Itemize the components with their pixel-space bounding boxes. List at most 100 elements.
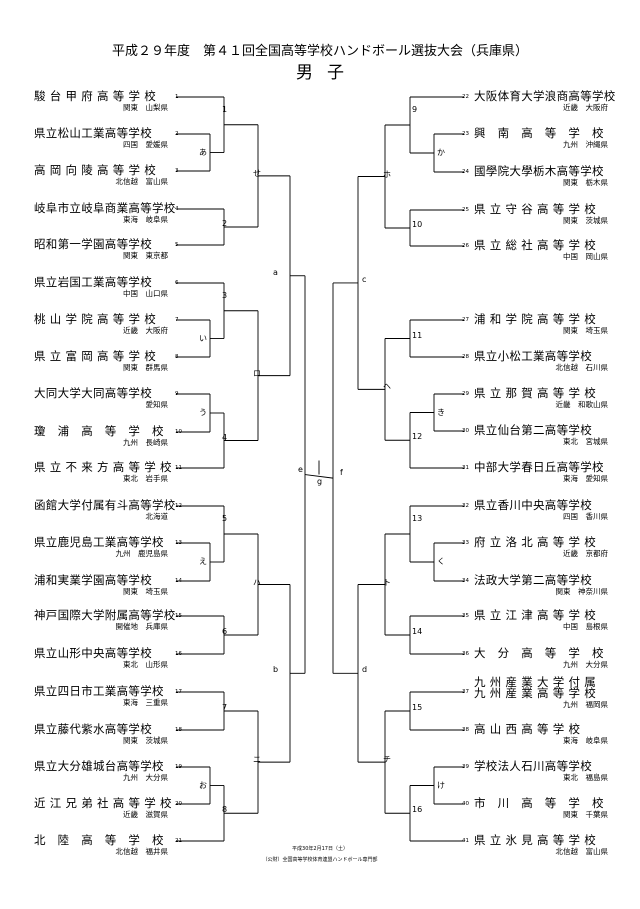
match-label: e	[298, 464, 303, 474]
team-region: 関東 神奈川県	[555, 587, 609, 596]
team-number: 6	[175, 280, 179, 286]
team-region: 九州 福岡県	[563, 700, 608, 709]
match-label: お	[199, 780, 207, 790]
team-name: 県 立 那 賀 高 等 学 校	[474, 386, 597, 400]
team-region: 近畿 和歌山県	[555, 400, 609, 409]
team-name: 大同大学大同高等学校	[34, 386, 152, 400]
match-label: い	[199, 333, 207, 343]
match-label: う	[199, 408, 207, 417]
team-region: 東海 岐阜県	[563, 736, 608, 745]
team-number: 36	[462, 651, 469, 657]
team-name: 岐阜市立岐阜商業高等学校	[34, 201, 176, 215]
team-region: 九州 鹿児島県	[115, 549, 169, 558]
team-number: 7	[175, 317, 179, 323]
match-label: f	[340, 468, 343, 478]
match-label: ヘ	[383, 382, 391, 392]
team-region: 近畿 京都府	[563, 549, 608, 558]
team-number: 12	[175, 503, 182, 509]
team-region: 開催地 兵庫県	[115, 622, 169, 631]
match-label: 11	[412, 330, 423, 340]
team-region: 近畿 滋賀県	[123, 810, 168, 819]
team-number: 20	[175, 801, 182, 807]
team-region: 関東 東京都	[123, 251, 168, 260]
team-name: 大阪体育大学浪商高等学校	[474, 89, 616, 103]
team-number: 11	[175, 465, 182, 471]
team-name: 興 南 高 等 学 校	[474, 126, 604, 140]
team-region: 関東 茨城県	[123, 736, 168, 745]
team-number: 38	[462, 727, 469, 733]
team-name: 県立四日市工業高等学校	[34, 684, 164, 698]
team-region: 関東 埼玉県	[123, 587, 168, 596]
team-number: 23	[462, 131, 469, 137]
team-name: 瓊 浦 高 等 学 校	[34, 424, 164, 438]
team-region: 関東 群馬県	[123, 363, 168, 372]
match-label: 7	[222, 703, 228, 712]
team-region: 東海 愛知県	[563, 474, 608, 483]
match-label: 14	[412, 627, 423, 636]
team-name: 県 立 守 谷 高 等 学 校	[474, 202, 597, 216]
final-label: g	[317, 476, 323, 486]
team-name: 県 立 氷 見 高 等 学 校	[474, 833, 597, 847]
match-label: 4	[222, 432, 228, 442]
team-region: 関東 山梨県	[123, 103, 168, 112]
team-name: 函館大学付属有斗高等学校	[34, 498, 176, 512]
team-region: 九州 大分県	[123, 773, 168, 782]
team-region: 北信越 石川県	[555, 363, 609, 372]
team-name: 國學院大學栃木高等学校	[474, 164, 604, 178]
team-name: 市 川 高 等 学 校	[474, 796, 604, 810]
team-number: 21	[175, 838, 182, 844]
match-label: け	[437, 780, 445, 790]
team-name: 北 陸 高 等 学 校	[34, 833, 164, 847]
team-number: 1	[175, 94, 179, 100]
team-region: 中国 島根県	[563, 622, 608, 631]
match-label: ホ	[383, 169, 391, 179]
team-name: 県立香川中央高等学校	[474, 498, 592, 512]
team-number: 4	[175, 206, 179, 212]
team-region: 九州 大分県	[563, 660, 608, 669]
page-subtitle: 男子	[296, 63, 358, 83]
match-label: 1	[222, 104, 228, 114]
team-number: 9	[175, 391, 179, 397]
team-name: 府 立 洛 北 高 等 学 校	[474, 535, 597, 549]
team-region: 北信越 富山県	[115, 177, 169, 186]
team-name: 県立藤代紫水高等学校	[34, 722, 152, 736]
team-name: 県 立 総 社 高 等 学 校	[474, 238, 597, 252]
team-region: 東海 岐阜県	[123, 215, 168, 224]
team-number: 25	[462, 207, 469, 213]
team-number: 24	[462, 169, 469, 175]
match-label: b	[273, 665, 279, 675]
team-number: 31	[462, 465, 469, 471]
match-label: c	[362, 274, 367, 284]
page-title: 平成２９年度 第４１回全国高等学校ハンドボール選抜大会（兵庫県）	[111, 44, 528, 59]
team-number: 41	[462, 838, 469, 844]
team-region: 関東 埼玉県	[563, 326, 608, 335]
team-region: 北信越 富山県	[555, 847, 609, 856]
team-region: 関東 千葉県	[563, 810, 608, 819]
match-label: え	[199, 557, 207, 566]
team-name: 県立大分雄城台高等学校	[34, 759, 164, 773]
match-label: ト	[383, 577, 391, 587]
team-number: 26	[462, 243, 469, 249]
team-name: 浦和実業学園高等学校	[34, 573, 152, 587]
team-region: 近畿 大阪府	[563, 103, 608, 112]
team-name: 県立山形中央高等学校	[34, 646, 152, 660]
match-label: か	[437, 148, 445, 157]
match-label: 13	[412, 514, 423, 523]
team-name: 県 立 富 岡 高 等 学 校	[34, 349, 157, 363]
match-label: 15	[412, 703, 423, 712]
footer-organization: （公財）全国高等学校体育連盟ハンドボール専門部	[262, 857, 378, 863]
team-region: 関東 栃木県	[563, 178, 608, 187]
footer-date: 平成30年2月17日（土）	[292, 846, 348, 852]
team-region: 四国 香川県	[563, 512, 608, 521]
team-name: 桃 山 学 院 高 等 学 校	[34, 312, 157, 326]
team-name: 近 江 兄 弟 社 高 等 学 校	[34, 796, 172, 810]
team-number: 16	[175, 651, 182, 657]
team-number: 10	[175, 429, 182, 435]
match-label: ハ	[253, 577, 261, 587]
team-number: 27	[462, 317, 469, 323]
team-number: 22	[462, 94, 469, 100]
team-region: 東北 岩手県	[123, 474, 168, 483]
team-region: 東北 山形県	[123, 660, 168, 669]
team-number: 30	[462, 428, 469, 434]
team-name: 大 分 高 等 学 校	[474, 646, 604, 660]
